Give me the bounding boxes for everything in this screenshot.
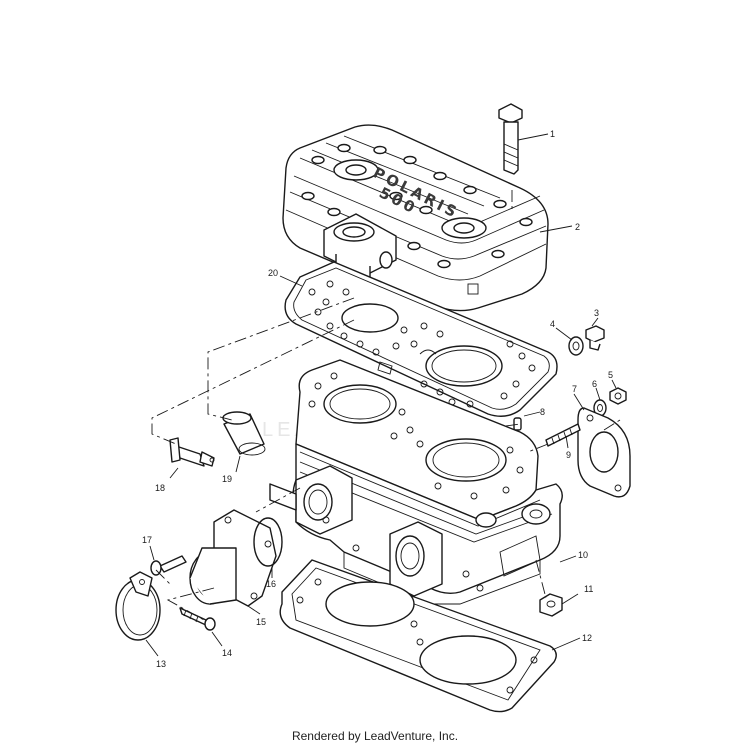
- hose-clamp: [115, 571, 161, 641]
- callout-19: 19: [222, 474, 232, 484]
- callout-16: 16: [266, 579, 276, 589]
- callout-8: 8: [540, 407, 545, 417]
- nut: [609, 387, 627, 405]
- callout-9: 9: [566, 450, 571, 460]
- render-credit: Rendered by LeadVenture, Inc.: [291, 729, 459, 743]
- cylinder: [269, 359, 563, 605]
- base-gasket: [279, 559, 557, 713]
- callout-10: 10: [578, 550, 588, 560]
- flange-bolt: [585, 325, 605, 351]
- callout-3: 3: [594, 308, 599, 318]
- cylinder-head-cover: POLARIS 500: [282, 124, 549, 316]
- callout-20: 20: [268, 268, 278, 278]
- callout-1: 1: [550, 129, 555, 139]
- alignment-lines: [151, 190, 621, 621]
- callout-13: 13: [156, 659, 166, 669]
- intake-adapter: [189, 509, 277, 607]
- clamp-screw: [179, 607, 216, 631]
- callout-12: 12: [582, 633, 592, 643]
- callout-14: 14: [222, 648, 232, 658]
- adapter-bolt: [150, 555, 187, 576]
- callout-17: 17: [142, 535, 152, 545]
- head-gasket: [284, 261, 558, 417]
- callout-6: 6: [592, 379, 597, 389]
- callout-5: 5: [608, 370, 613, 380]
- o-ring: [253, 517, 283, 567]
- exhaust-flange-gasket: [577, 407, 631, 498]
- callout-18: 18: [155, 483, 165, 493]
- cylinder-nut: [539, 593, 563, 617]
- callout-11: 11: [584, 584, 593, 594]
- callout-15: 15: [256, 617, 266, 627]
- stud: [545, 423, 581, 447]
- water-fitting: [222, 411, 266, 456]
- head-bolt: [498, 103, 523, 175]
- callout-7: 7: [572, 384, 577, 394]
- leader-lines: [145, 133, 617, 657]
- washer: [568, 336, 584, 356]
- callouts: 1 2 3 4 5 6 7 8 9 10 11 12 13 14 15 16 1…: [142, 129, 613, 669]
- callout-4: 4: [550, 319, 555, 329]
- temperature-sensor: [169, 437, 215, 467]
- callout-2: 2: [575, 222, 580, 232]
